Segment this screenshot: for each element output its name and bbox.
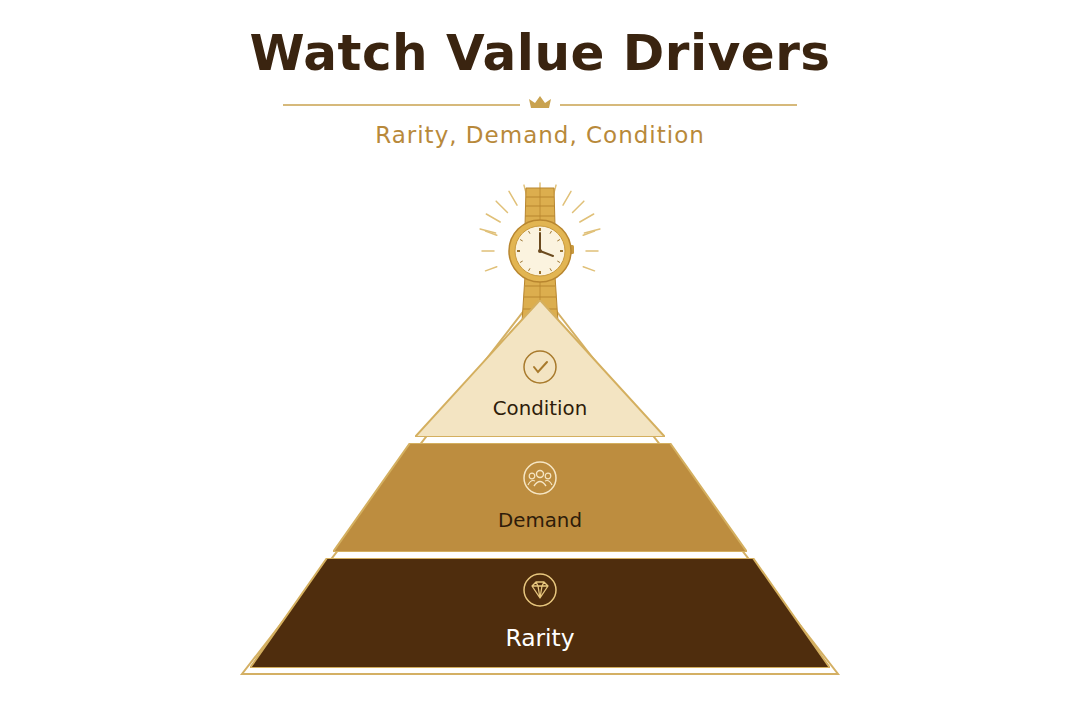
- check-icon: [524, 351, 556, 383]
- people-icon: [524, 462, 556, 494]
- divider-line: [283, 104, 520, 106]
- subtitle: Rarity, Demand, Condition: [0, 122, 1080, 148]
- pyramid-band: Rarity: [250, 558, 830, 668]
- title: Watch Value Drivers: [0, 24, 1080, 82]
- diamond-icon: [524, 574, 556, 606]
- divider-line: [560, 104, 797, 106]
- band-label: Condition: [415, 397, 665, 420]
- pyramid-band: Condition: [415, 300, 665, 437]
- pyramid-outline: [242, 290, 838, 674]
- band-label: Rarity: [250, 624, 830, 652]
- band-label: Demand: [333, 509, 747, 532]
- pyramid-band: Demand: [333, 443, 747, 552]
- crown-icon: [529, 96, 551, 108]
- band-shape: [333, 443, 747, 552]
